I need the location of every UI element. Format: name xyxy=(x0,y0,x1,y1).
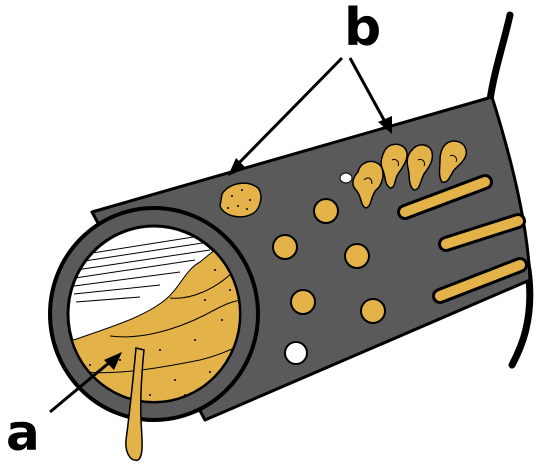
particle xyxy=(273,235,297,259)
callout-label-a: a xyxy=(6,408,40,458)
particle xyxy=(361,299,385,323)
particle xyxy=(345,244,369,268)
particle xyxy=(291,290,315,314)
callout-arrow-b2 xyxy=(350,58,392,134)
callout-label-b: b xyxy=(344,2,381,54)
particle xyxy=(314,199,338,223)
particle xyxy=(285,342,307,364)
